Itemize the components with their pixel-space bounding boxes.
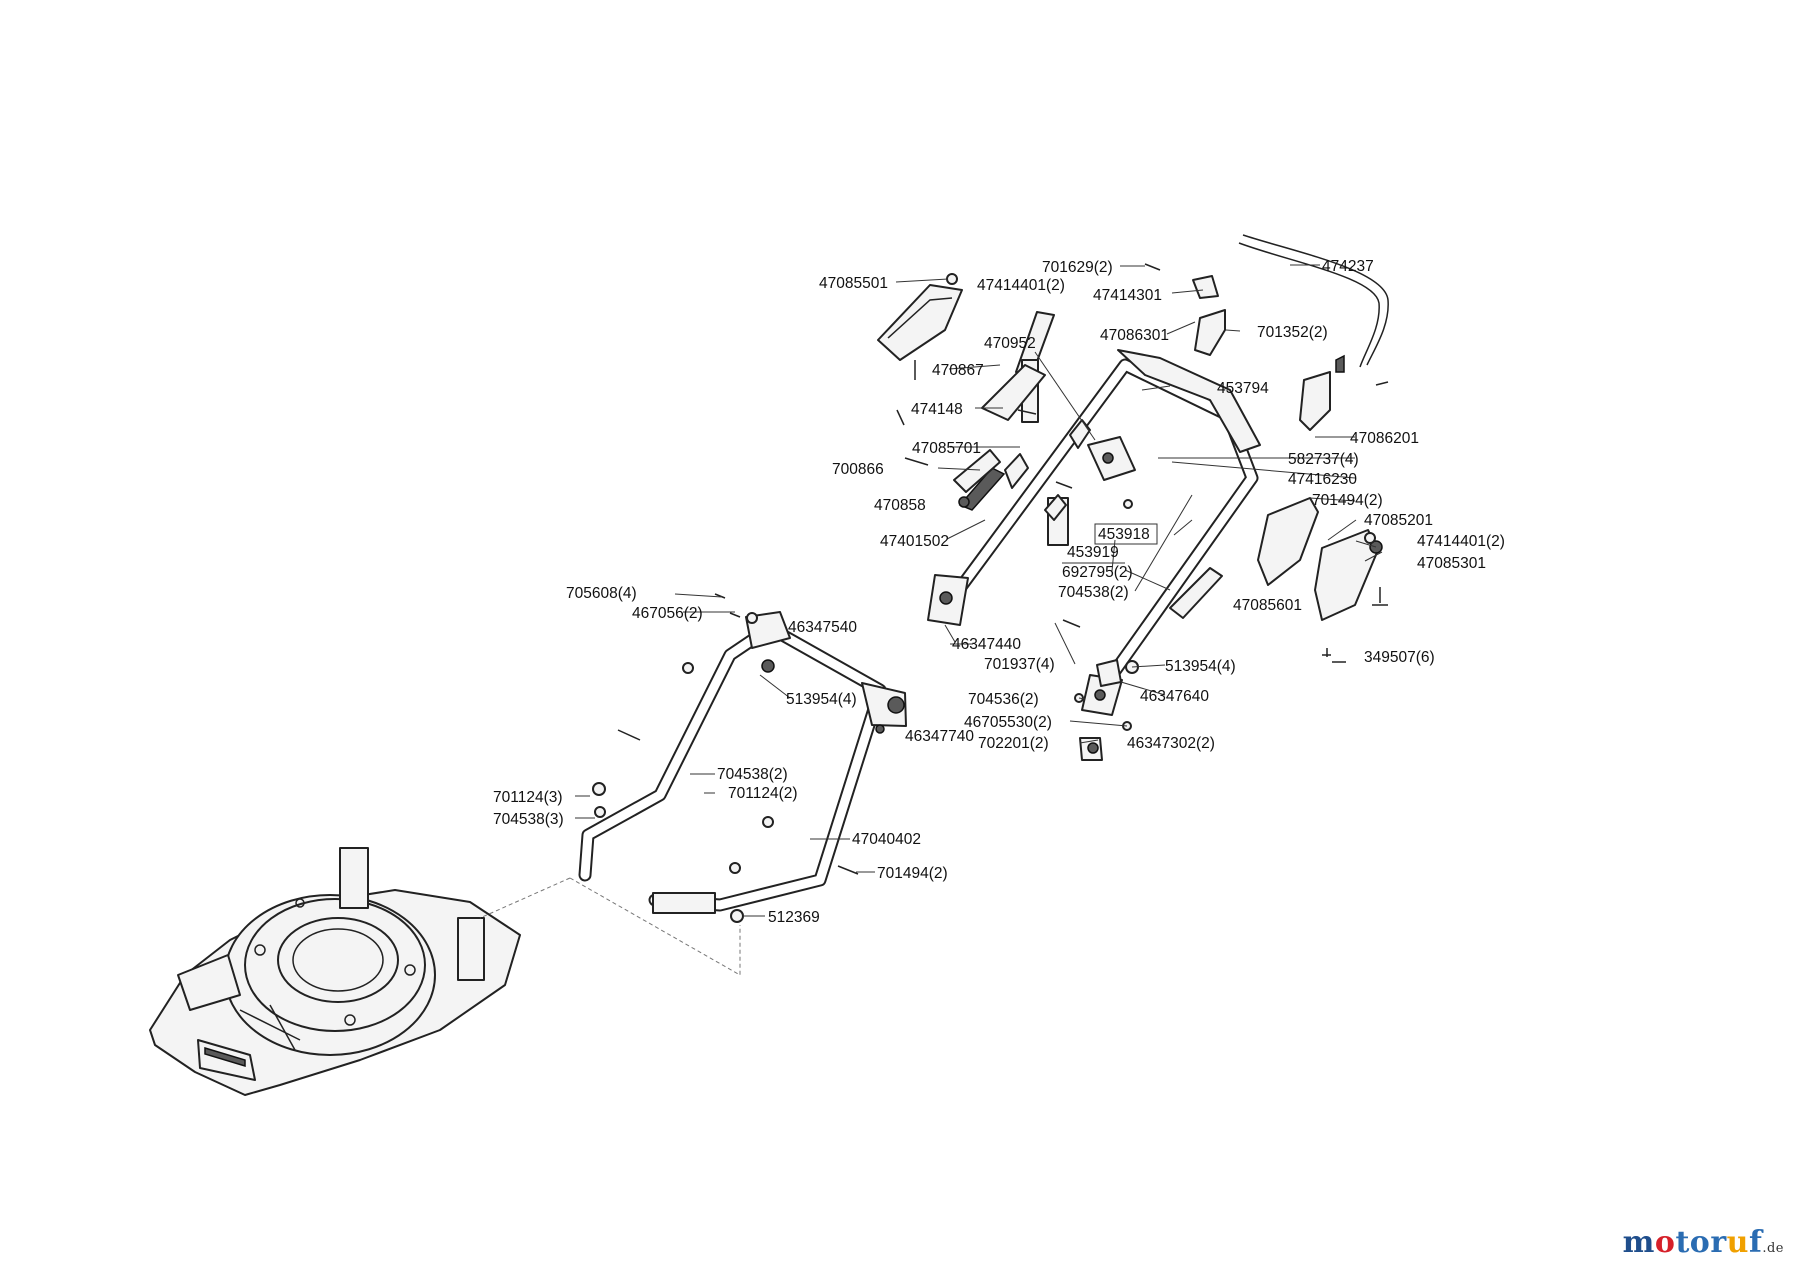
label-47086201: 47086201: [1350, 430, 1419, 447]
nut-icon: [729, 862, 741, 874]
label-474148: 474148: [911, 401, 963, 418]
label-47414301: 47414301: [1093, 287, 1162, 304]
screw-icon: [837, 865, 859, 875]
grip-insert: [981, 364, 1046, 421]
label-513954-b: 513954(4): [786, 691, 857, 708]
label-701494-a: 701494(2): [1312, 492, 1383, 509]
nut-icon: [682, 662, 694, 674]
bail-cable: [1238, 234, 1389, 368]
label-47414401-a: 47414401(2): [977, 277, 1065, 294]
wing-nut: [1096, 659, 1122, 687]
screw-icon: [1062, 619, 1081, 628]
label-47085201: 47085201: [1364, 512, 1433, 529]
handle-knob: [1079, 737, 1103, 761]
screw-icon: [617, 729, 641, 741]
cable-clip: [1299, 354, 1345, 431]
label-474237: 474237: [1322, 258, 1374, 275]
screw-icon: [729, 612, 741, 618]
label-701937: 701937(4): [984, 656, 1055, 673]
screw-icon: [1017, 409, 1037, 415]
label-701124-a: 701124(2): [728, 785, 798, 802]
screw-icon: [1375, 381, 1389, 386]
grip-left-lower: [953, 449, 1001, 508]
label-47416230: 47416230: [1288, 471, 1357, 488]
right-grip-housing: [1257, 497, 1383, 621]
label-47086301: 47086301: [1100, 327, 1169, 344]
label-704538-c: 704538(3): [493, 811, 564, 828]
label-704536: 704536(2): [968, 691, 1039, 708]
label-453794: 453794: [1217, 380, 1269, 397]
label-46705530: 46705530(2): [964, 714, 1052, 731]
label-705608: 705608(4): [566, 585, 637, 602]
label-701629: 701629(2): [1042, 259, 1113, 276]
label-470858: 470858: [874, 497, 926, 514]
screw-icon: [1144, 263, 1161, 271]
label-453919: 453919: [1067, 544, 1119, 561]
label-701494-b: 701494(2): [877, 865, 948, 882]
label-702201: 702201(2): [978, 735, 1049, 752]
label-46347740: 46347740: [905, 728, 974, 745]
label-582737: 582737(4): [1288, 451, 1359, 468]
leader-lines: [575, 264, 1383, 917]
label-46347302: 46347302(2): [1127, 735, 1215, 752]
nut-icon: [746, 612, 758, 624]
label-453918: 453918: [1098, 526, 1150, 543]
label-512369: 512369: [768, 909, 820, 926]
washer-icon: [730, 909, 744, 923]
screw-icon: [714, 593, 726, 599]
screw-icon: [904, 457, 929, 466]
left-grip-housing: [877, 284, 963, 361]
label-470952: 470952: [984, 335, 1036, 352]
nut-icon: [946, 273, 958, 285]
label-47085501: 47085501: [819, 275, 888, 292]
label-47401502: 47401502: [880, 533, 949, 550]
upper-handle: [927, 311, 1261, 716]
screw-icon: [1055, 481, 1073, 489]
washer-icon: [1123, 499, 1133, 509]
throttle-lever: [958, 453, 1029, 511]
label-349507: 349507(6): [1364, 649, 1435, 666]
label-47085701: 47085701: [912, 440, 981, 457]
label-46347440: 46347440: [952, 636, 1021, 653]
label-701352: 701352(2): [1257, 324, 1328, 341]
label-700866: 700866: [832, 461, 884, 478]
part-labels: 474237 701629(2) 47414301 47086301 70135…: [493, 258, 1505, 926]
lever-clamp: [1192, 275, 1226, 356]
cable-adjuster: [1044, 419, 1091, 521]
label-704538-a: 704538(2): [1058, 584, 1129, 601]
label-467056: 467056(2): [632, 605, 703, 622]
washer-icon: [594, 806, 606, 818]
nut-icon: [592, 782, 606, 796]
label-46347640: 46347640: [1140, 688, 1209, 705]
nut-icon: [1364, 532, 1376, 544]
label-47040402: 47040402: [852, 831, 921, 848]
lower-handle-frame: [578, 611, 907, 914]
label-513954-a: 513954(4): [1165, 658, 1236, 675]
handle-grip: [1169, 567, 1223, 619]
label-701124-b: 701124(3): [493, 789, 563, 806]
label-47085601: 47085601: [1233, 597, 1302, 614]
screw-icon: [896, 409, 905, 426]
nut-icon: [762, 816, 774, 828]
mower-deck: [149, 847, 521, 1096]
brand-logo: motoruf.de: [1622, 1225, 1784, 1260]
label-704538-b: 704538(2): [717, 766, 788, 783]
label-692795: 692795(2): [1062, 564, 1133, 581]
label-46347540: 46347540: [788, 619, 857, 636]
label-470867: 470867: [932, 362, 984, 379]
label-47414401-b: 47414401(2): [1417, 533, 1505, 550]
handle-bracket: [1087, 436, 1136, 481]
hardware: [592, 263, 1389, 923]
label-47085301: 47085301: [1417, 555, 1486, 572]
